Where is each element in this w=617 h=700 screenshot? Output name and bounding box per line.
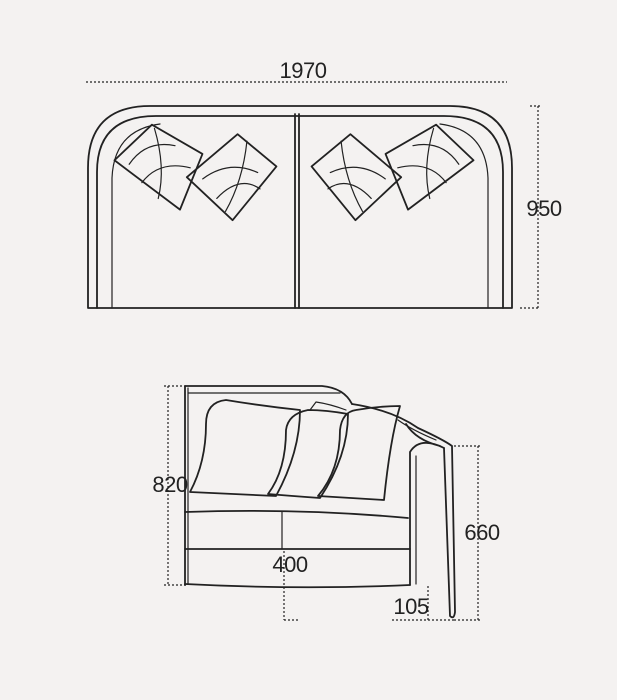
top-view-inner-frame — [96, 115, 504, 309]
top-view-pillow — [310, 133, 403, 222]
top-view-outer-frame — [87, 105, 513, 309]
side-view-arm-inner — [405, 423, 445, 586]
width-dimension-label: 1970 — [280, 58, 327, 83]
side-view-cushion — [317, 405, 401, 501]
seat-height-dimension-label: 660 — [464, 520, 499, 545]
side-view-cushion-tab — [309, 401, 347, 411]
sofa-top-view: 1970 950 — [86, 58, 562, 309]
sofa-side-view: 820 660 400 105 — [152, 385, 500, 621]
top-view-pillow — [185, 133, 278, 222]
height-dimension-label: 820 — [152, 472, 187, 497]
side-view-back-panel — [184, 385, 353, 586]
depth-dimension-label: 950 — [526, 196, 561, 221]
top-view-back-curve-right — [439, 123, 489, 309]
top-view-pillow — [113, 123, 204, 211]
side-view-arm-face — [397, 419, 437, 441]
top-view-back-curve-left — [111, 123, 161, 309]
side-view-cushion — [267, 409, 349, 499]
side-view-base — [184, 583, 411, 589]
leg-dimension-label: 105 — [393, 594, 428, 619]
side-view-cushion — [189, 399, 301, 497]
seat-depth-dimension-label: 400 — [272, 552, 307, 577]
side-view-seat — [184, 509, 409, 519]
top-view-pillow — [384, 123, 475, 211]
side-view-arm — [351, 403, 456, 619]
